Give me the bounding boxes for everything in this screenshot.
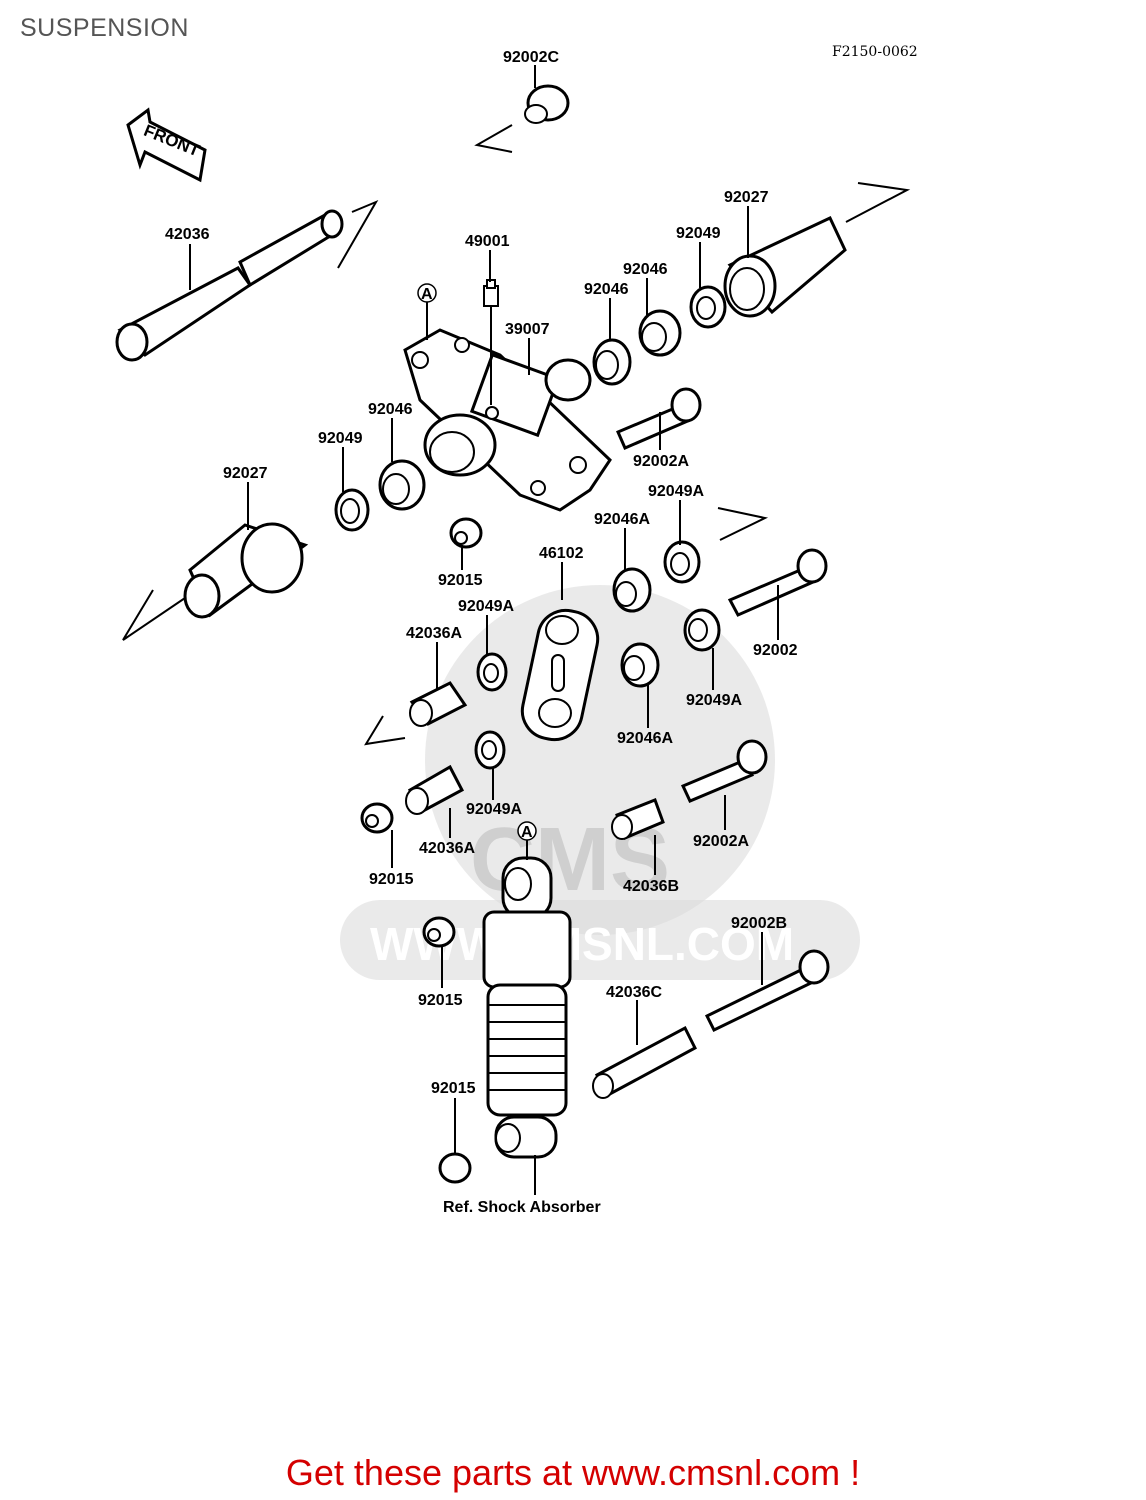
callout-92027-top: 92027 (724, 189, 769, 206)
callout-ref-shock-absorber: Ref. Shock Absorber (443, 1199, 601, 1216)
callout-92046a-top: 92046A (594, 511, 650, 528)
ref-marker-a-top-label: A (421, 286, 433, 303)
part-92002a-low (680, 739, 768, 803)
callout-92046-left: 92046 (368, 401, 413, 418)
part-46102 (520, 608, 600, 742)
part-92049a-top (663, 540, 701, 584)
callout-92015-1: 92015 (438, 572, 483, 589)
part-92027-left (183, 522, 309, 619)
part-42036a-2 (405, 764, 465, 815)
callout-92049-top: 92049 (676, 225, 721, 242)
callout-92002c: 92002C (503, 49, 559, 66)
callout-92049a-mid: 92049A (458, 598, 514, 615)
callout-46102: 46102 (539, 545, 584, 562)
callout-42036b: 42036B (623, 878, 679, 895)
part-92049a-right (683, 608, 721, 652)
part-42036b (611, 798, 665, 841)
part-92002 (727, 548, 828, 617)
callout-92049-left: 92049 (318, 430, 363, 447)
leader-lines (189, 65, 779, 1195)
callout-92002a-low: 92002A (693, 833, 749, 850)
part-92049a-mid (476, 652, 508, 692)
diagram-code: F2150-0062 (832, 44, 918, 60)
page-title: SUSPENSION (20, 14, 189, 42)
part-92046-top (592, 309, 682, 386)
direction-markers (122, 124, 911, 746)
callout-49001: 49001 (465, 233, 510, 250)
callout-92002b: 92002B (731, 915, 787, 932)
callout-92015-2: 92015 (369, 871, 414, 888)
callout-92049a-low: 92049A (466, 801, 522, 818)
part-92049-left (334, 488, 370, 532)
ref-marker-a-low: A (517, 821, 537, 841)
front-arrow: FRONT (126, 107, 207, 183)
callout-42036a-1: 42036A (406, 625, 462, 642)
part-92046-left (378, 459, 426, 511)
part-42036a-1 (409, 681, 468, 727)
part-49001 (483, 279, 499, 307)
part-92002b (704, 949, 830, 1032)
ref-marker-a-low-label: A (521, 824, 533, 841)
part-42036 (115, 209, 344, 362)
part-39007 (403, 328, 612, 512)
part-92002c (524, 84, 570, 124)
part-92015-2 (360, 802, 394, 834)
callout-92049a-right: 92049A (686, 692, 742, 709)
callout-42036c: 42036C (606, 984, 662, 1001)
part-92046a-top (612, 567, 652, 613)
part-92049a-low (474, 730, 506, 770)
callout-92015-3: 92015 (418, 992, 463, 1009)
part-92049-top (689, 285, 727, 329)
parts-diagram: CMS WWW.CMSNL.COM FRONT (115, 49, 911, 1216)
part-92015-1 (449, 517, 483, 549)
callout-92002: 92002 (753, 642, 798, 659)
callout-42036: 42036 (165, 226, 210, 243)
part-42036c (592, 1025, 697, 1099)
footer-link[interactable]: Get these parts at www.cmsnl.com ! (285, 1452, 861, 1493)
ref-marker-a-top: A (417, 283, 437, 303)
part-92015-4 (438, 1152, 472, 1184)
callout-92046-top2: 92046 (584, 281, 629, 298)
part-92015-3 (422, 916, 456, 948)
callout-labels: 92002C 42036 49001 39007 92027 92049 920… (165, 49, 798, 1216)
callout-39007: 39007 (505, 321, 550, 338)
callout-92046a-low: 92046A (617, 730, 673, 747)
callout-92002a-top: 92002A (633, 453, 689, 470)
shock-absorber (482, 856, 572, 1159)
callout-92046-top1: 92046 (623, 261, 668, 278)
part-92027-top (723, 216, 847, 318)
callout-92015-4: 92015 (431, 1080, 476, 1097)
part-92046a-low (620, 642, 660, 688)
callout-42036a-2: 42036A (419, 840, 475, 857)
callout-92027-left: 92027 (223, 465, 268, 482)
callout-92049a-top: 92049A (648, 483, 704, 500)
